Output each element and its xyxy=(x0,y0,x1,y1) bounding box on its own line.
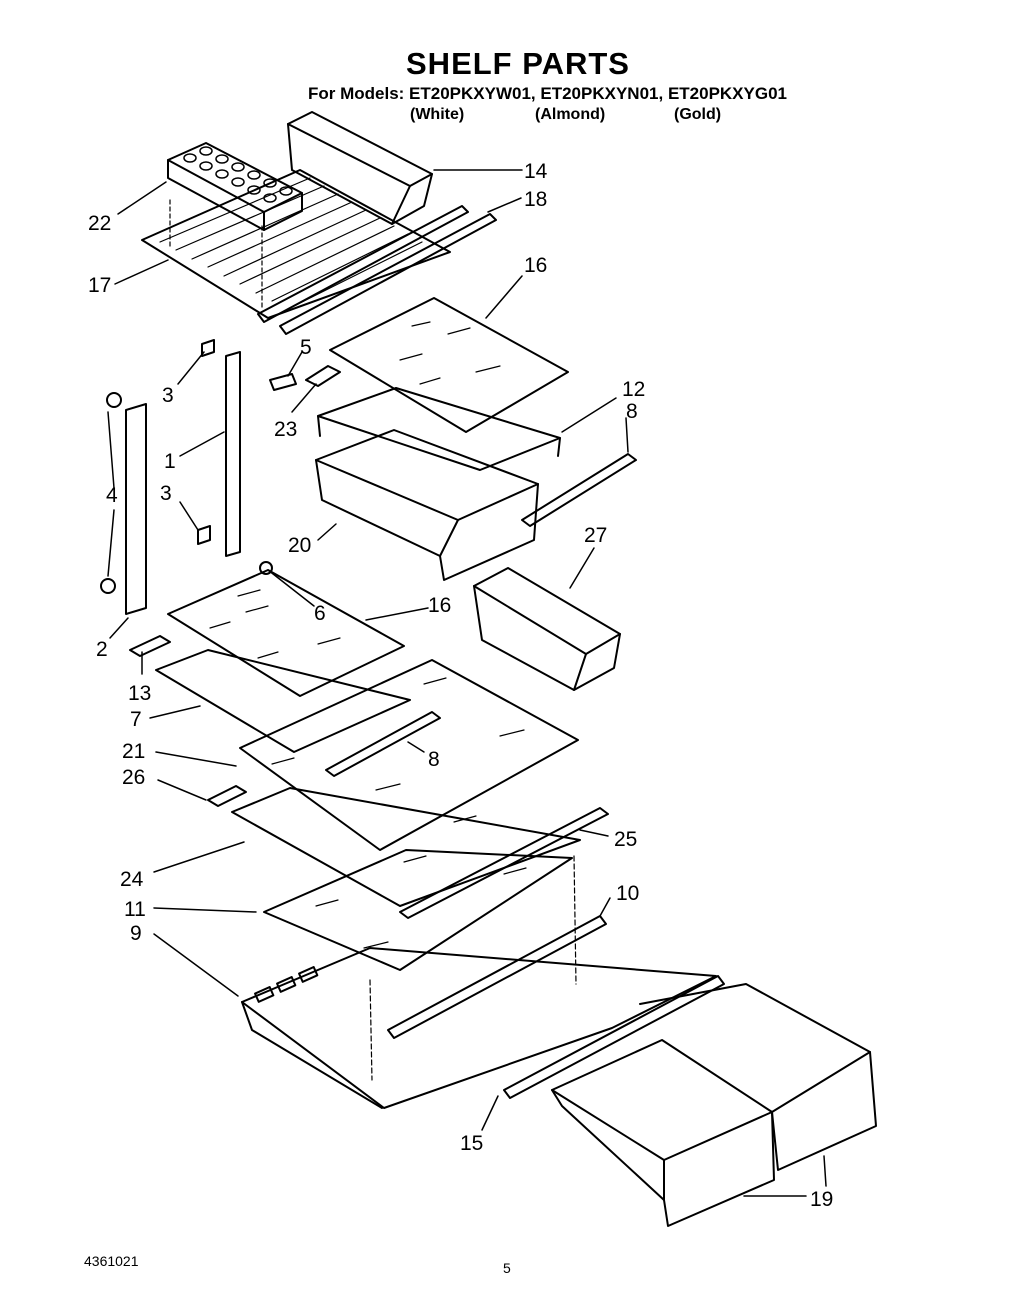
callout-4: 4 xyxy=(106,484,118,507)
part-knob-6 xyxy=(259,561,273,575)
callout-3-lower: 3 xyxy=(160,482,172,505)
color-almond-label: (Almond) xyxy=(535,106,606,123)
part-channel-2 xyxy=(125,403,147,615)
part-wire-shelf xyxy=(141,169,451,319)
part-shelf-frame-7 xyxy=(155,649,411,753)
models-line: For Models: ET20PKXYW01, ET20PKXYN01, ET… xyxy=(308,84,787,103)
document-number: 4361021 xyxy=(84,1253,139,1269)
callout-6: 6 xyxy=(314,602,326,625)
part-crisper-drawers xyxy=(551,983,877,1227)
part-door-bin-top xyxy=(287,111,433,225)
callout-7: 7 xyxy=(130,708,142,731)
part-shelf-support-23 xyxy=(305,365,341,387)
callout-1: 1 xyxy=(164,450,176,473)
callout-26: 26 xyxy=(122,766,145,789)
part-support-26 xyxy=(207,785,247,807)
part-cap-4-upper xyxy=(106,392,122,408)
part-glass-shelf-21 xyxy=(239,659,579,851)
part-rail-10 xyxy=(387,915,607,1039)
callout-15: 15 xyxy=(460,1132,483,1155)
callout-19: 19 xyxy=(810,1188,833,1211)
callout-20: 20 xyxy=(288,534,311,557)
part-ice-tray xyxy=(167,142,303,231)
page-title: SHELF PARTS xyxy=(406,46,630,81)
part-support-13 xyxy=(129,635,171,657)
color-gold-label: (Gold) xyxy=(674,106,722,123)
callout-14: 14 xyxy=(524,160,548,183)
callout-22: 22 xyxy=(88,212,111,235)
part-rail-18 xyxy=(257,205,497,335)
callout-25: 25 xyxy=(614,828,637,851)
callout-2: 2 xyxy=(96,638,108,661)
part-crisper-cover-9 xyxy=(241,855,717,1109)
callout-27: 27 xyxy=(584,524,607,547)
callout-24: 24 xyxy=(120,868,144,891)
part-screw-5 xyxy=(269,373,297,391)
part-glass-shelf-middle xyxy=(167,569,405,697)
part-shelf-frame-24 xyxy=(231,787,581,907)
callout-18: 18 xyxy=(524,188,547,211)
part-rail-25 xyxy=(399,807,609,919)
callout-3-upper: 3 xyxy=(162,384,174,407)
part-cap-4-lower xyxy=(100,578,116,594)
page-number: 5 xyxy=(503,1260,511,1276)
callout-12: 12 xyxy=(622,378,645,401)
color-white-label: (White) xyxy=(410,106,465,123)
callout-5: 5 xyxy=(300,336,312,359)
part-rail-15 xyxy=(503,975,725,1099)
callout-23: 23 xyxy=(274,418,297,441)
callout-9: 9 xyxy=(130,922,142,945)
part-door-bin-27 xyxy=(473,567,621,691)
callout-16-upper: 16 xyxy=(524,254,547,277)
part-bracket-1 xyxy=(225,351,241,557)
callout-8-upper: 8 xyxy=(626,400,638,423)
callout-16-middle: 16 xyxy=(428,594,451,617)
callout-11: 11 xyxy=(124,898,146,921)
part-clip-3-lower xyxy=(197,525,211,545)
part-glass-shelf-upper xyxy=(329,297,569,433)
callout-21: 21 xyxy=(122,740,145,763)
part-crisper-frame xyxy=(317,387,561,471)
part-rail-8-lower xyxy=(325,711,441,777)
part-clip-3-upper xyxy=(201,339,215,357)
part-glass-shelf-11 xyxy=(263,849,573,971)
callout-10: 10 xyxy=(616,882,639,905)
callout-17: 17 xyxy=(88,274,111,297)
callout-13: 13 xyxy=(128,682,151,705)
part-rail-8-upper xyxy=(521,453,637,527)
callout-8-lower: 8 xyxy=(428,748,440,771)
